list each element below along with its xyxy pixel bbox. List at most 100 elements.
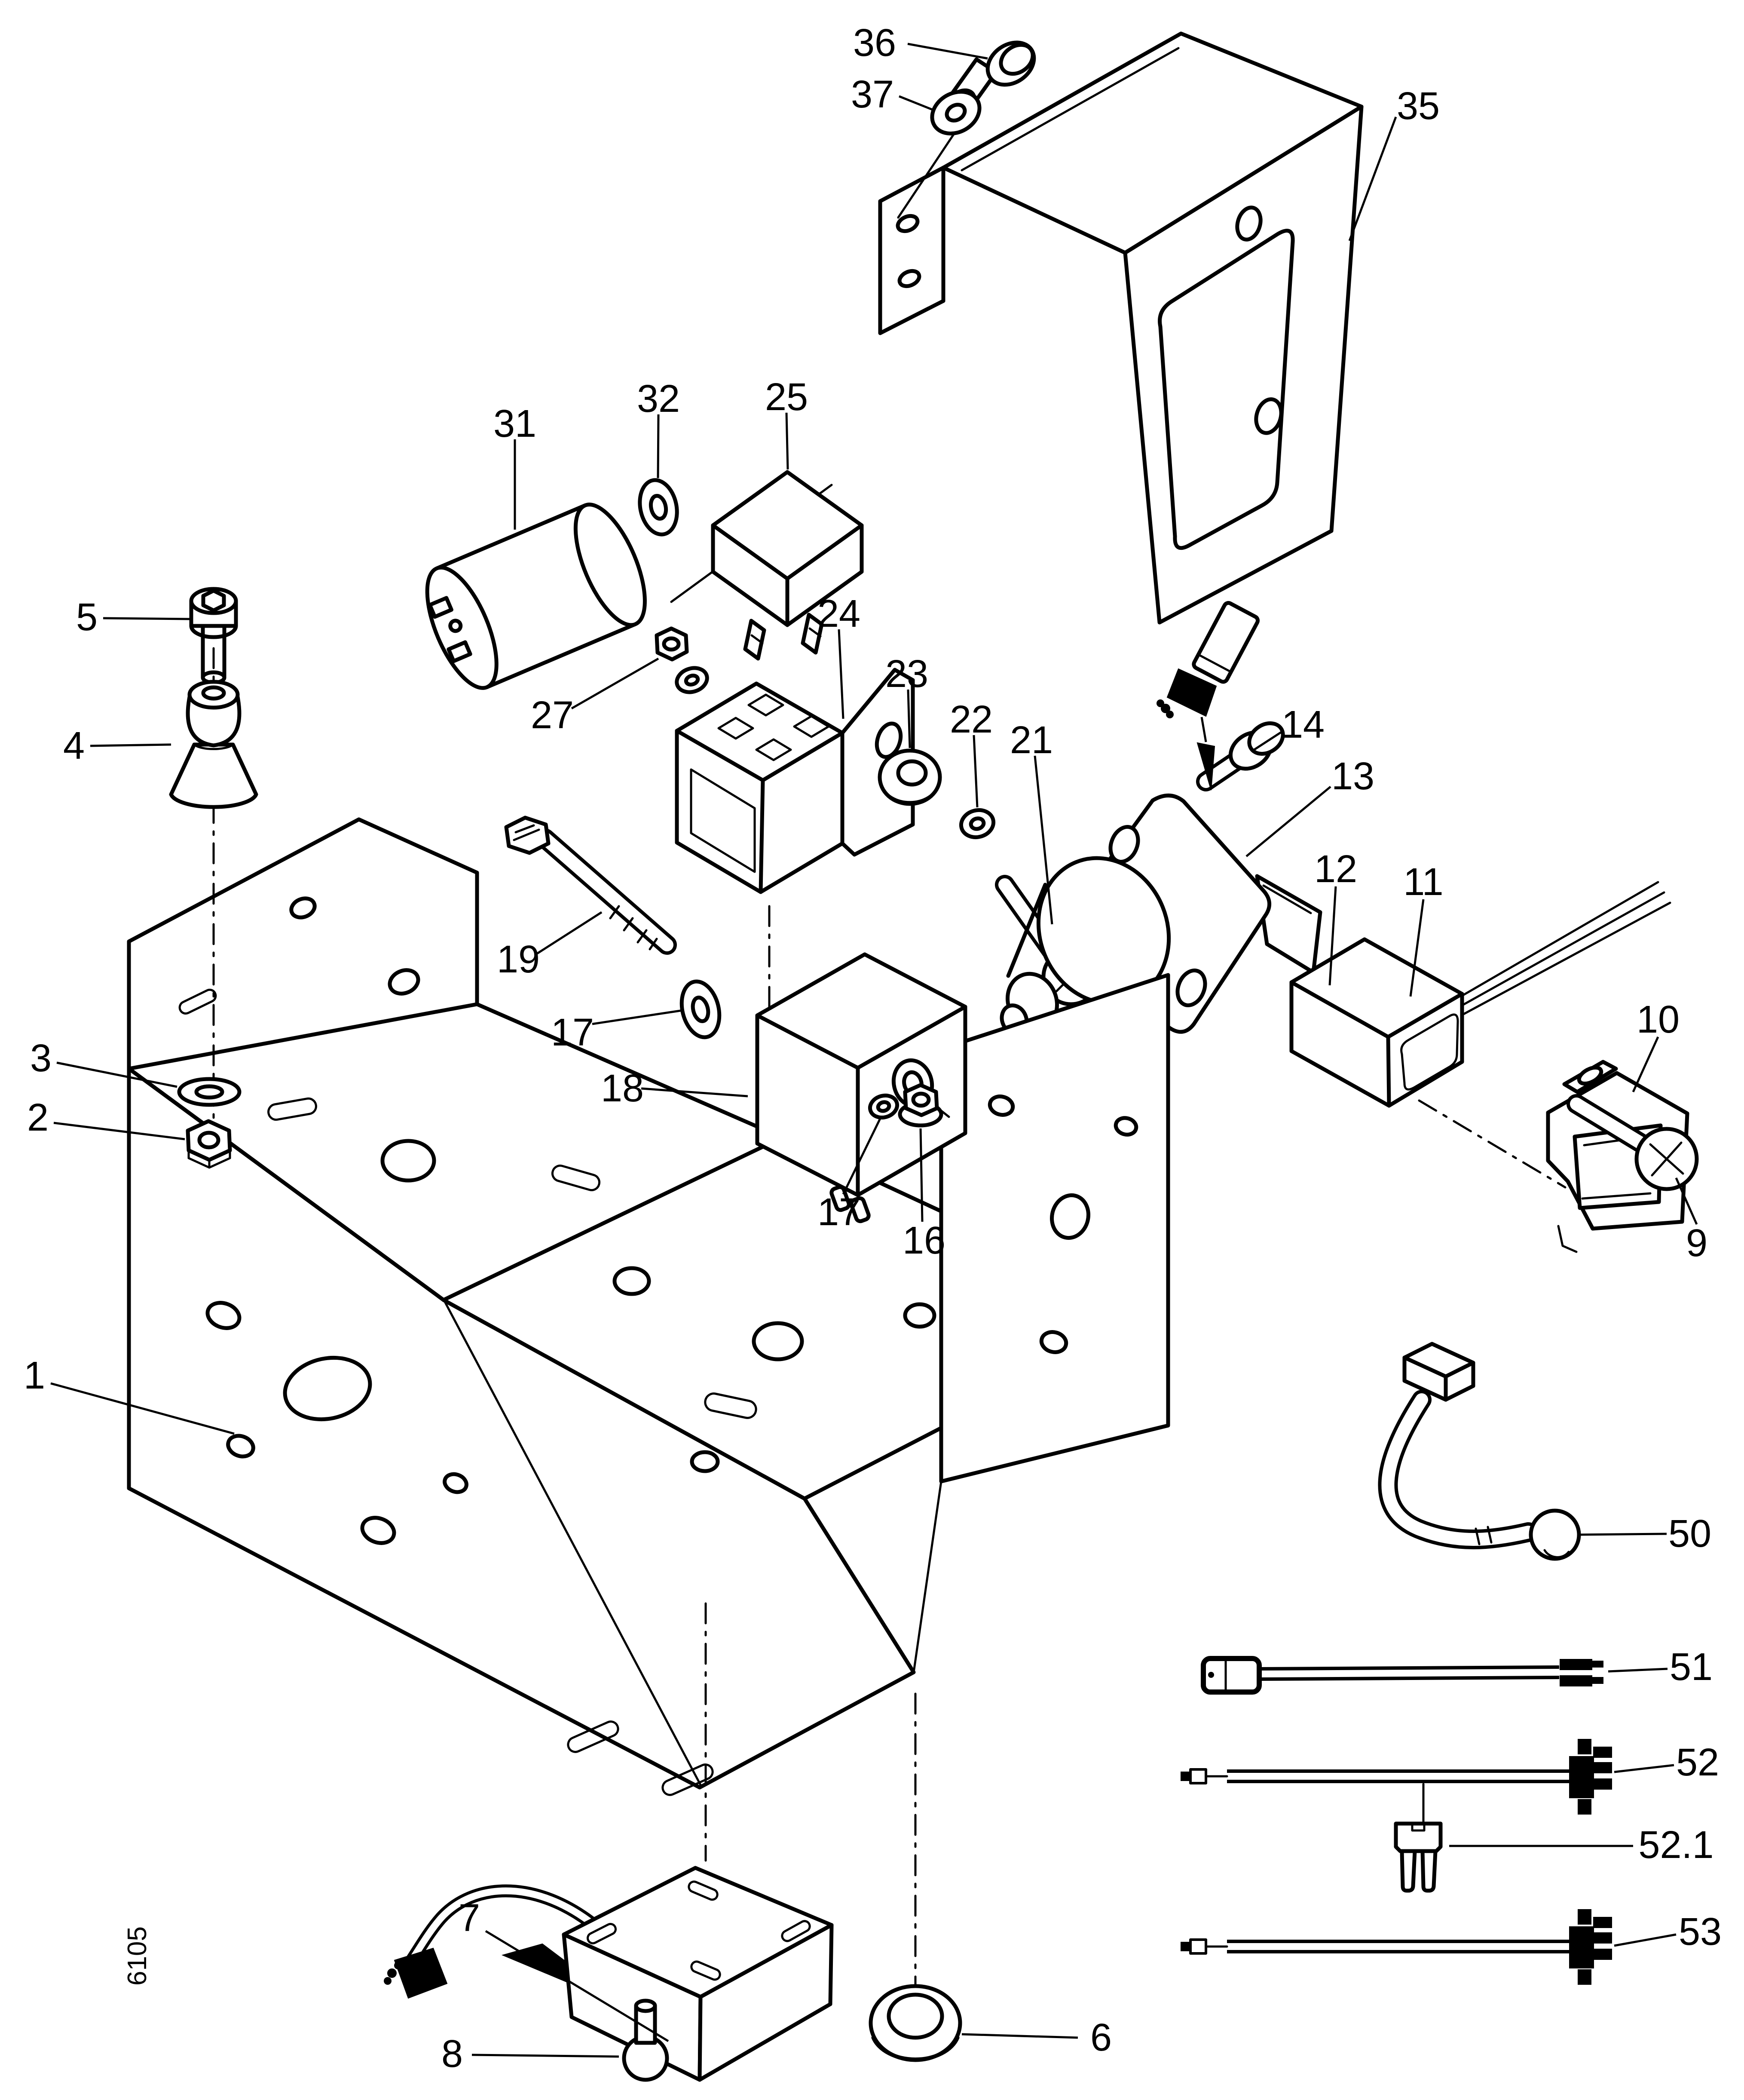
part-18-module (755, 952, 967, 1223)
part-53-harness (1181, 1909, 1612, 1985)
part-35-upper-bracket (878, 31, 1364, 625)
leader-line-50 (1579, 1533, 1667, 1536)
part-31-capacitor (425, 503, 647, 690)
callout-24: 24 (817, 592, 860, 635)
leader-line-10 (1632, 1036, 1659, 1093)
wire-terminal-top (1157, 601, 1260, 791)
leader-line-13 (1245, 786, 1331, 857)
part-52-1-fuse (1394, 1821, 1443, 1893)
leader-line-35 (1348, 116, 1397, 241)
part-4-rubber-buffer (169, 647, 258, 1128)
callout-19: 19 (497, 938, 540, 981)
leader-line-4 (90, 743, 171, 747)
callout-10: 10 (1637, 998, 1680, 1041)
part-13-socket-housing (1000, 794, 1322, 1036)
drawing-code: 6105 (122, 1926, 152, 1986)
leader-line-12 (1328, 886, 1337, 986)
leader-line-24 (838, 629, 844, 719)
part-27-nut-washer (655, 626, 709, 694)
callout-18: 18 (601, 1067, 644, 1110)
part-6-grommet (869, 1692, 962, 2062)
part-2-hex-nut (186, 1119, 232, 1169)
part-14-bolt (1196, 721, 1285, 791)
callout-52.1: 52.1 (1638, 1824, 1713, 1867)
part-3-washer (177, 1077, 242, 1107)
leader-line-1 (50, 1382, 235, 1435)
callout-22: 22 (950, 698, 993, 741)
leader-line-17 (592, 1009, 684, 1025)
leader-line-22 (973, 735, 979, 808)
leader-line-18 (641, 1087, 748, 1098)
callout-50: 50 (1668, 1512, 1711, 1555)
leader-line-14 (1251, 730, 1284, 753)
leader-line-23 (907, 689, 911, 748)
callout-53: 53 (1679, 1910, 1722, 1953)
part-25-relay (711, 470, 864, 661)
part-11-module (1289, 881, 1671, 1189)
callout-8: 8 (441, 2033, 463, 2075)
callout-37: 37 (851, 73, 894, 116)
part-16-flange-nut (898, 1083, 943, 1128)
leader-line-21 (1034, 755, 1053, 925)
callout-23: 23 (885, 653, 928, 696)
part-19-bolt (504, 815, 677, 955)
callout-11: 11 (1403, 861, 1443, 904)
leader-line-37 (899, 95, 934, 111)
callout-1: 1 (24, 1354, 45, 1397)
leader-line-3 (56, 1061, 177, 1088)
leader-line-5 (103, 617, 190, 620)
leader-line-25 (785, 412, 789, 470)
part-17-washer-b (868, 1093, 900, 1120)
callout-16: 16 (903, 1219, 945, 1262)
callout-17: 17 (551, 1011, 594, 1054)
leader-line-17 (842, 1118, 881, 1195)
arrow-icon (1196, 742, 1215, 791)
leader-line-2 (53, 1122, 185, 1140)
callout-14: 14 (1282, 703, 1325, 746)
callout-32: 32 (637, 377, 680, 420)
leader-line-9 (1675, 1177, 1698, 1225)
callout-25: 25 (765, 376, 808, 419)
part-7-control-module (384, 1866, 834, 2082)
leader-line-51 (1608, 1668, 1668, 1673)
part-37-washer (930, 89, 982, 136)
leader-line-19 (536, 911, 603, 955)
part-22-washer (959, 808, 996, 840)
part-1-mounting-bracket (127, 817, 1170, 1862)
callout-31: 31 (493, 402, 536, 445)
callout-6: 6 (1090, 2016, 1112, 2059)
part-24-relay-socket (675, 668, 915, 894)
part-9-screw (1567, 1094, 1699, 1191)
callout-36: 36 (853, 21, 896, 64)
callout-17: 17 (817, 1191, 860, 1234)
callout-21: 21 (1010, 719, 1053, 762)
callout-5: 5 (76, 596, 98, 639)
callout-27: 27 (531, 694, 574, 737)
leader-line-11 (1409, 899, 1425, 997)
part-23-grommet (878, 748, 942, 806)
part-17-washer-a (679, 979, 722, 1039)
callout-7: 7 (459, 1897, 480, 1940)
leader-line-36 (907, 43, 988, 60)
callout-35: 35 (1397, 85, 1440, 128)
leader-line-27 (571, 657, 659, 710)
leader-line-6 (961, 2033, 1078, 2039)
leader-line-8 (471, 2054, 619, 2058)
callout-4: 4 (63, 724, 85, 767)
part-50-cable (1378, 1342, 1581, 1561)
part-51-cable (1201, 1656, 1603, 1695)
leader-line-52 (1614, 1764, 1674, 1773)
leader-line-53 (1614, 1933, 1677, 1947)
callout-9: 9 (1686, 1222, 1707, 1265)
part-52-harness (1181, 1739, 1612, 1824)
callout-2: 2 (27, 1096, 49, 1139)
callout-51: 51 (1670, 1646, 1713, 1689)
callout-12: 12 (1314, 848, 1357, 891)
callout-3: 3 (30, 1037, 52, 1080)
callout-layer: 1234567891011121314161717181921222324252… (24, 21, 1722, 2075)
callout-52: 52 (1676, 1741, 1719, 1784)
leader-line-16 (919, 1128, 924, 1222)
callout-13: 13 (1331, 755, 1374, 798)
